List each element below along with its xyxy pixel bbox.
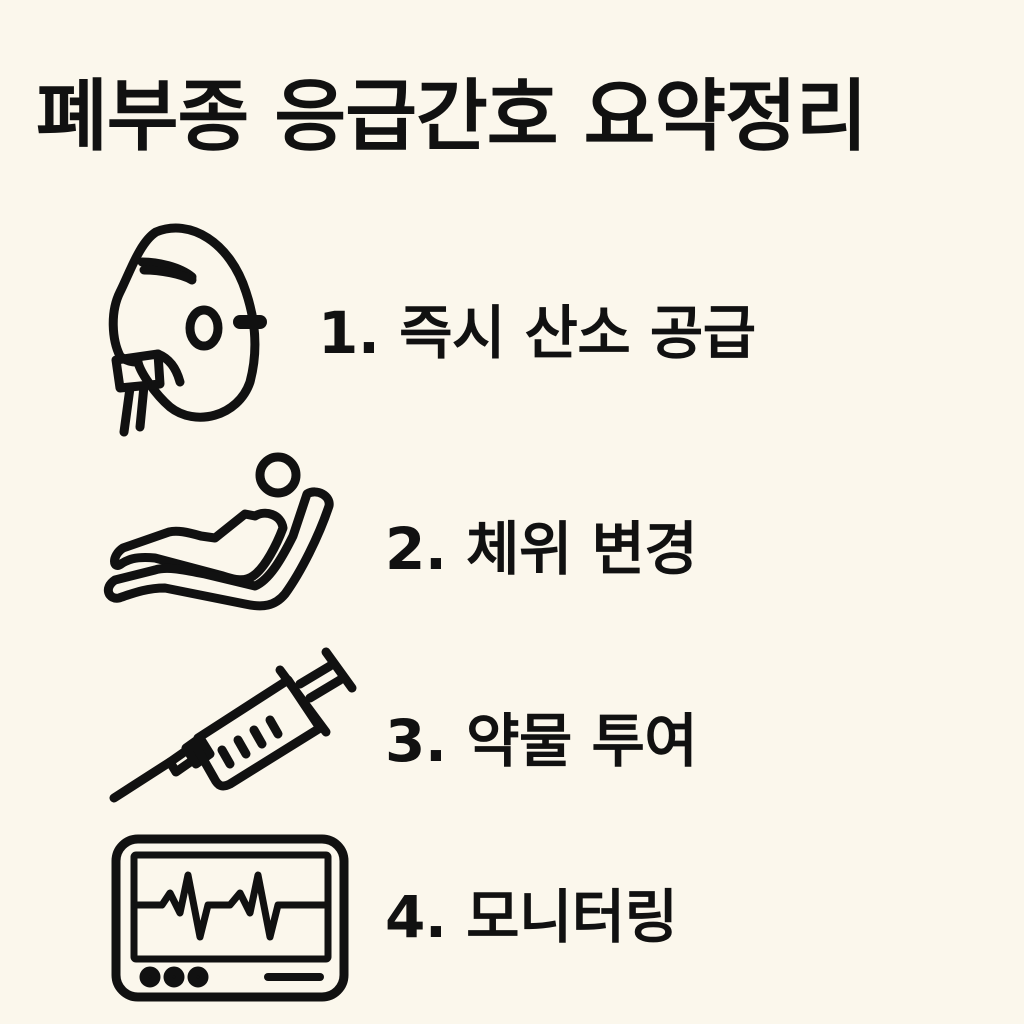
step-4-label: 4. 모니터링 — [385, 883, 678, 951]
reclining-position-icon — [103, 452, 334, 611]
step-2-label: 2. 체위 변경 — [385, 515, 698, 583]
syringe-icon — [109, 647, 357, 803]
page-title: 폐부종 응급간호 요약정리 — [36, 72, 868, 162]
step-1-label: 1. 즉시 산소 공급 — [318, 299, 756, 367]
heart-monitor-icon — [111, 834, 349, 1002]
oxygen-mask-icon — [108, 223, 267, 437]
step-3-label: 3. 약물 투여 — [385, 707, 698, 775]
